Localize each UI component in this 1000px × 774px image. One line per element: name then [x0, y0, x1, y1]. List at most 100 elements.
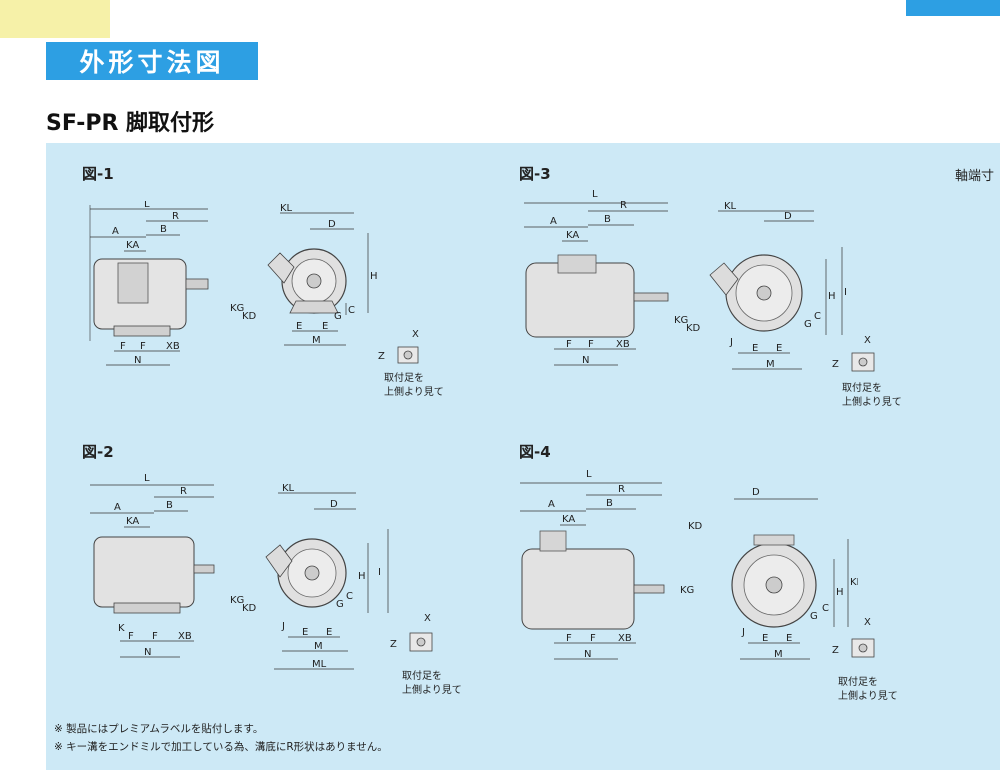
dim-B: B	[604, 214, 611, 225]
dim-KL: KL	[724, 201, 737, 212]
dim-KA: KA	[566, 230, 579, 241]
dim-R: R	[620, 200, 627, 211]
dim-J: J	[281, 621, 285, 632]
dim-J: J	[729, 337, 733, 348]
dim-X: X	[412, 329, 419, 340]
dim-E2: E	[326, 627, 332, 638]
dim-ML: ML	[312, 659, 327, 670]
dim-D: D	[784, 211, 792, 222]
figure-1-side-view: L A R B KA F F XB N	[84, 201, 224, 381]
dim-KD: KD	[242, 603, 257, 614]
foot-caption-2: 上側より見て	[842, 395, 902, 408]
foot-caption-1: 取付足を	[842, 381, 882, 394]
dim-A: A	[550, 216, 557, 227]
dim-F1: F	[120, 341, 126, 352]
figure-2-label: 図-2	[82, 443, 114, 461]
dim-H: H	[370, 271, 378, 282]
dim-XB: XB	[166, 341, 180, 352]
dim-KD: KD	[688, 521, 703, 532]
figure-1-label: 図-1	[82, 165, 114, 183]
dim-Z: Z	[832, 359, 839, 370]
dim-H: H	[358, 571, 366, 582]
dim-F2: F	[140, 341, 146, 352]
dim-L: L	[592, 189, 598, 200]
dim-KG: KG	[230, 303, 244, 314]
dim-M: M	[314, 641, 323, 652]
dim-C: C	[346, 591, 353, 602]
dim-N: N	[144, 647, 151, 658]
dim-B: B	[166, 500, 173, 511]
dim-KA: KA	[126, 240, 139, 251]
page-subtitle: SF-PR 脚取付形	[46, 111, 215, 136]
figure-2-side-view: L A R B KA K F F XB N	[84, 469, 234, 669]
dim-KG: KG	[674, 315, 688, 326]
figure-3-foot-detail: X Z 取付足を 上側より見て	[830, 331, 920, 421]
dim-KD: KD	[242, 311, 257, 322]
dim-H: H	[828, 291, 836, 302]
figure-4-foot-detail: X Z 取付足を 上側より見て	[830, 613, 920, 709]
dim-G: G	[334, 311, 342, 322]
dim-G: G	[804, 319, 812, 330]
dim-D: D	[330, 499, 338, 510]
figure-2-foot-detail: X Z 取付足を 上側より見て	[386, 609, 476, 705]
dim-D: D	[752, 487, 760, 498]
dim-C: C	[348, 305, 355, 316]
dim-E1: E	[296, 321, 302, 332]
shaft-end-dimension-label: 軸端寸	[955, 169, 995, 184]
dim-R: R	[180, 486, 187, 497]
dim-I: I	[844, 287, 847, 298]
figure-3-label: 図-3	[519, 165, 551, 183]
dim-A: A	[112, 226, 119, 237]
figure-1-foot-detail: X Z 取付足を 上側より見て	[376, 325, 456, 405]
dim-M: M	[766, 359, 775, 370]
dim-XB: XB	[178, 631, 192, 642]
dim-F1: F	[566, 339, 572, 350]
foot-caption-1: 取付足を	[402, 669, 442, 682]
dim-N: N	[134, 355, 141, 366]
dim-C: C	[822, 603, 829, 614]
dim-F2: F	[152, 631, 158, 642]
dim-KP: KP	[850, 577, 858, 588]
dim-B: B	[160, 224, 167, 235]
dim-A: A	[114, 502, 121, 513]
dim-XB: XB	[618, 633, 632, 644]
figure-4-label: 図-4	[519, 443, 551, 461]
drawing-panel: 図-1 図-3 図-2 図-4 軸端寸 L A R B KA F F XB N	[46, 143, 1000, 770]
dim-K: K	[118, 623, 125, 634]
dim-J: J	[741, 627, 745, 638]
dim-M: M	[312, 335, 321, 346]
dim-L: L	[144, 473, 150, 484]
dim-N: N	[584, 649, 591, 660]
dim-G: G	[336, 599, 344, 610]
dim-KG: KG	[680, 585, 694, 596]
dim-F2: F	[588, 339, 594, 350]
dim-Z: Z	[390, 639, 397, 650]
dim-C: C	[814, 311, 821, 322]
figure-2-front-view: KL D I H C G KG KD J E E M ML	[228, 483, 398, 683]
footnote-2: ※ キー溝をエンドミルで加工している為、溝底にR形状はありません。	[54, 741, 388, 753]
dim-E2: E	[776, 343, 782, 354]
dim-X: X	[864, 617, 871, 628]
dim-N: N	[582, 355, 589, 366]
figure-4-front-view: D KD KG KP H C G J E E M	[678, 483, 858, 679]
foot-caption-1: 取付足を	[384, 371, 424, 384]
dim-F1: F	[128, 631, 134, 642]
dim-X: X	[864, 335, 871, 346]
top-left-tab	[0, 0, 110, 38]
dim-XB: XB	[616, 339, 630, 350]
dim-G: G	[810, 611, 818, 622]
figure-3-front-view: KL D I H C G KG KD J E E M	[672, 195, 862, 385]
dim-L: L	[586, 469, 592, 480]
dim-R: R	[172, 211, 179, 222]
dim-B: B	[606, 498, 613, 509]
dim-H: H	[836, 587, 844, 598]
dim-KA: KA	[126, 516, 139, 527]
dim-F1: F	[566, 633, 572, 644]
figure-4-side-view: L A R B KA F F XB N	[518, 465, 678, 675]
dim-A: A	[548, 499, 555, 510]
dim-KG: KG	[230, 595, 244, 606]
dim-I: I	[378, 567, 381, 578]
dim-KA: KA	[562, 514, 575, 525]
dim-E1: E	[752, 343, 758, 354]
dim-E2: E	[786, 633, 792, 644]
